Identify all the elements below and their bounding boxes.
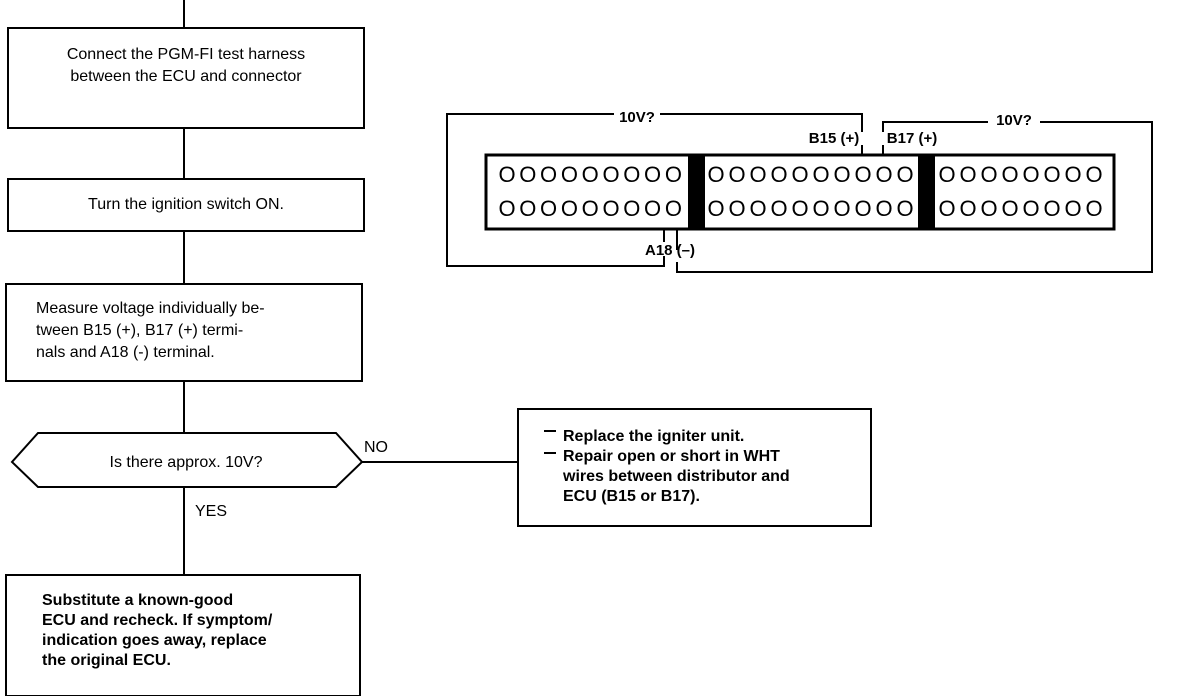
connector-pin: O [1085,162,1102,187]
decision-yes-label: YES [195,503,227,520]
connector-pin: O [749,162,766,187]
connector-pin: O [623,162,640,187]
connector-pin: O [1085,196,1102,221]
connector-pin: O [1064,162,1081,187]
connector-pin: O [1001,196,1018,221]
connector-pin: O [959,196,976,221]
decision-10v: Is there approx. 10V? NO YES [10,432,388,520]
connector-pin: O [1022,162,1039,187]
no-branch-action-line-2: Repair open or short in WHT [563,448,780,465]
connector-pin: O [498,162,515,187]
connector-pin: O [896,196,913,221]
step-connect-harness-line-2: between the ECU and connector [70,68,302,85]
connector-pin: O [728,162,745,187]
connector-pin: O [644,162,661,187]
connector-pin: O [728,196,745,221]
no-branch-action-box [517,408,872,527]
connector-pin: O [980,196,997,221]
b17-meter-wire-b [676,121,1153,273]
connector-pin: O [1043,162,1060,187]
decision-10v-shape [10,432,364,488]
connector-pin: O [707,196,724,221]
connector-pin: O [896,162,913,187]
connector-pin: O [644,196,661,221]
step-ignition-on: Turn the ignition switch ON. [7,178,365,232]
connector-pin: O [1022,196,1039,221]
connector-pin: O [938,162,955,187]
step-connect-harness-line-1: Connect the PGM-FI test harness [67,46,305,63]
connector-pin: O [812,162,829,187]
step-connect-harness: Connect the PGM-FI test harness between … [7,27,365,129]
step-connect-harness-box [7,27,365,129]
connector-pin: O [791,162,808,187]
terminal-label-b15: B15 (+) [809,130,859,147]
step-ignition-on-text: Turn the ignition switch ON. [88,196,284,213]
connector-pin: O [623,196,640,221]
voltage-label-right: 10V? [996,112,1032,129]
flow-connectors [183,0,518,575]
connector-pin: O [602,196,619,221]
no-branch-action-line-3: wires between distributor and [562,468,790,485]
connector-pin: O [519,196,536,221]
connector-pin: O [561,196,578,221]
connector-pin: O [582,196,599,221]
b15-meter-wire-a [446,113,665,267]
step-measure-voltage-line-2: tween B15 (+), B17 (+) termi- [36,322,243,339]
step-measure-voltage-line-1: Measure voltage individually be- [36,300,265,317]
step-measure-voltage-line-3: nals and A18 (-) terminal. [36,344,215,361]
b17-meter-wire-a [882,121,988,132]
terminal-label-a18: A18 (–) [645,242,695,259]
connector-pin: O [749,196,766,221]
no-branch-action-line-4: ECU (B15 or B17). [563,488,700,505]
connector-pin: O [1043,196,1060,221]
decision-10v-text: Is there approx. 10V? [110,454,263,471]
connector-pin: O [791,196,808,221]
step-measure-voltage-box [5,283,363,382]
connector-pin: O [812,196,829,221]
step-substitute-ecu-line-2: ECU and recheck. If symptom/ [42,612,273,629]
connector-pin: O [519,162,536,187]
voltage-label-left: 10V? [619,109,655,126]
decision-no-label: NO [364,439,388,456]
connector-pin: O [854,162,871,187]
step-substitute-ecu-line-4: the original ECU. [42,652,171,669]
connector-pin: O [770,162,787,187]
connector-pin: O [959,162,976,187]
b15-meter-wire-b [660,113,863,132]
step-measure-voltage: Measure voltage individually be- tween B… [5,283,363,382]
connector-pin: O [561,162,578,187]
connector-pin: O [875,162,892,187]
connector-pin: O [1064,196,1081,221]
step-substitute-ecu-line-3: indication goes away, replace [42,632,267,649]
connector-pin: O [833,162,850,187]
connector-pin: O [498,196,515,221]
connector-pin: O [875,196,892,221]
connector-pin: O [540,196,557,221]
connector-pin: O [665,196,682,221]
terminal-label-b17: B17 (+) [887,130,937,147]
connector-pin: O [854,196,871,221]
connector-pin: O [833,196,850,221]
no-branch-action-line-1: Replace the igniter unit. [563,428,744,445]
connector-divider-2 [918,155,935,229]
connector-pin: O [1001,162,1018,187]
connector-pin: O [938,196,955,221]
step-substitute-ecu: Substitute a known-good ECU and recheck.… [5,574,361,696]
connector-pin: O [582,162,599,187]
step-substitute-ecu-box [5,574,361,696]
connector-pin: O [770,196,787,221]
connector-housing [484,153,1116,231]
connector-pin: O [665,162,682,187]
connector-pin: O [540,162,557,187]
no-branch-action: Replace the igniter unit. Repair open or… [517,408,872,527]
connector-divider-1 [688,155,705,229]
connector-pin: O [707,162,724,187]
step-substitute-ecu-line-1: Substitute a known-good [42,592,233,609]
connector-pin: O [980,162,997,187]
connector-pin: O [602,162,619,187]
step-ignition-on-box [7,178,365,232]
